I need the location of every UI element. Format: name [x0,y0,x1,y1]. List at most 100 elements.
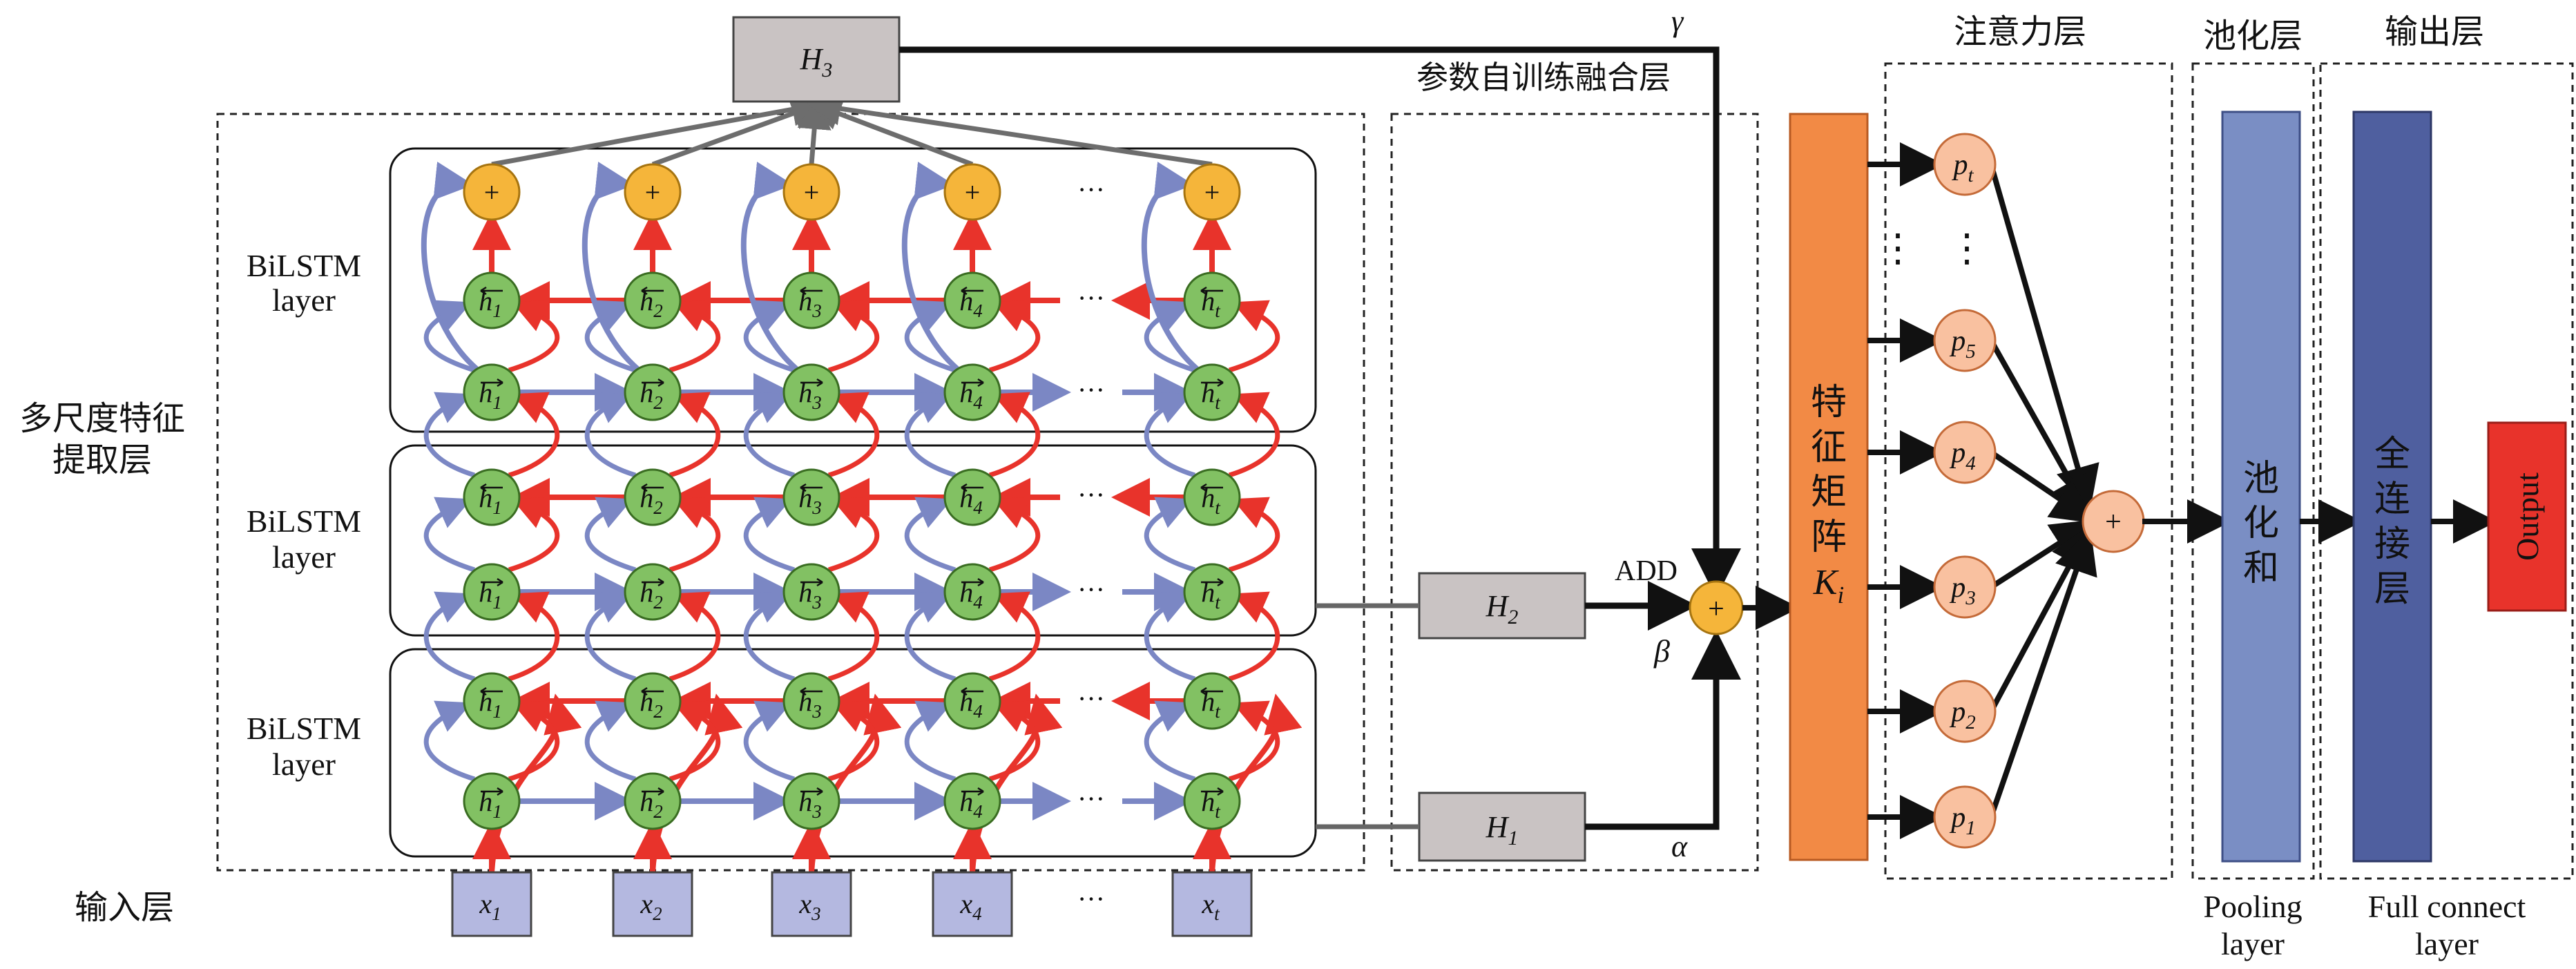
layer-up-blue-arrow [584,392,637,478]
svg-text:BiLSTM: BiLSTM [247,711,361,746]
svg-text:layer: layer [272,539,336,575]
svg-text:Pooling: Pooling [2203,889,2302,924]
attention-label: p2 [1949,696,1976,733]
hidden-label: h2 [640,577,663,613]
svg-text:layer: layer [272,747,336,782]
input-ellipsis: ··· [1077,883,1105,914]
attention-node: pt [1933,133,1997,196]
layer-up-red-arrow [669,497,721,573]
svg-text:特: 特 [1811,382,1847,423]
hidden-label: ht [1201,786,1221,822]
input-box: xt [1171,871,1253,937]
forward-hidden-node: h3 [782,363,840,421]
hidden-label: h4 [959,786,983,822]
svg-text:layer: layer [2221,926,2285,961]
attention-label: p3 [1949,572,1976,609]
svg-text:+: + [484,177,500,208]
h3-box: H3 [732,16,901,103]
output-box: Output [2487,421,2567,612]
attention-vdots: ⋮ [1878,227,1917,270]
layer-up-red-arrow [1228,392,1280,478]
svg-text:layer: layer [2415,926,2479,961]
hidden-label: h3 [798,686,822,722]
layer-up-blue-arrow [904,392,957,478]
output-title: 输出层 [2385,12,2484,51]
layer-up-blue-arrow [423,497,476,573]
layer-up-red-arrow [988,497,1041,573]
forward-hidden-node: h1 [463,563,521,621]
hidden-label: h4 [959,285,983,321]
hidden-label: h3 [798,786,822,822]
network-arrows [421,91,1303,873]
svg-text:Full connect: Full connect [2368,889,2526,924]
hidden-label: h2 [640,285,663,321]
attention-to-sum-arrow [1989,450,2097,524]
svg-text:layer: layer [272,282,336,318]
hidden-label: h3 [798,377,822,413]
bilstm-block-middle [389,444,1317,637]
layer-up-red-arrow [669,392,721,478]
layer-up-red-arrow [827,392,880,478]
attention-node: p4 [1933,421,1997,484]
layer-up-red-arrow [1228,497,1280,573]
hidden-label: h4 [959,377,983,413]
backward-hidden-node: ht [1183,271,1241,329]
forward-to-plus-arrow [1141,162,1199,372]
attention-node: p2 [1933,680,1997,743]
input-box: x3 [771,871,852,937]
sum-node: + [782,163,840,221]
hidden-label: h2 [640,686,663,722]
layer-up-blue-arrow [584,300,637,373]
forward-hidden-node: h4 [943,563,1001,621]
sequence-ellipsis: ··· [1077,479,1105,510]
hidden-label: ht [1201,377,1221,413]
svg-text:全: 全 [2374,434,2410,475]
alpha-label: α [1671,829,1688,863]
hidden-label: h1 [479,285,502,321]
svg-text:阵: 阵 [1811,517,1847,558]
layer-up-blue-arrow [423,591,476,682]
layer-up-blue-arrow [423,300,476,373]
layer-up-red-arrow [827,591,880,682]
multiscale-title-line1: 多尺度特征 [19,399,185,438]
svg-text:矩: 矩 [1811,472,1847,513]
svg-text:池: 池 [2243,458,2279,499]
backward-hidden-node: h3 [782,672,840,730]
layer-up-red-arrow [669,700,721,782]
svg-text:+: + [1708,593,1724,625]
backward-hidden-node: h4 [943,468,1001,526]
sequence-ellipsis: ··· [1077,282,1105,314]
forward-hidden-node: h2 [624,772,682,830]
hidden-label: h1 [479,686,502,722]
sequence-ellipsis: ··· [1077,374,1105,405]
fusion-frame [1390,113,1759,872]
layer-up-blue-arrow [904,300,957,373]
multiscale-title-line2: 提取层 [52,441,152,479]
layer-up-blue-arrow [1144,392,1196,478]
pooling-bar: 池 化 和 [2221,111,2301,863]
layer-up-red-arrow [669,591,721,682]
backward-hidden-node: h4 [943,672,1001,730]
fc-bar: 全 连 接 层 [2352,111,2432,863]
pooling-title: 池化层 [2203,17,2303,55]
layer-up-red-arrow [508,497,560,573]
svg-text:H3: H3 [800,42,833,81]
sequence-ellipsis: ··· [1077,574,1105,605]
layer-up-red-arrow [1228,591,1280,682]
layer-up-red-arrow [1228,300,1280,373]
layer-up-blue-arrow [1144,591,1196,682]
forward-to-plus-arrow [581,162,640,372]
hidden-label: h2 [640,482,663,518]
svg-text:+: + [2105,506,2122,538]
add-node: + [1689,580,1744,635]
input-label: x1 [479,888,501,924]
layer-up-blue-arrow [584,591,637,682]
input-box: x4 [932,871,1013,937]
h3-to-add-arrow [899,46,1741,598]
layer-up-blue-arrow [423,392,476,478]
attention-label: p5 [1949,325,1976,363]
layer-up-blue-arrow [1144,300,1196,373]
svg-text:和: 和 [2243,548,2279,589]
plus-to-h3-arrow [807,91,1213,167]
